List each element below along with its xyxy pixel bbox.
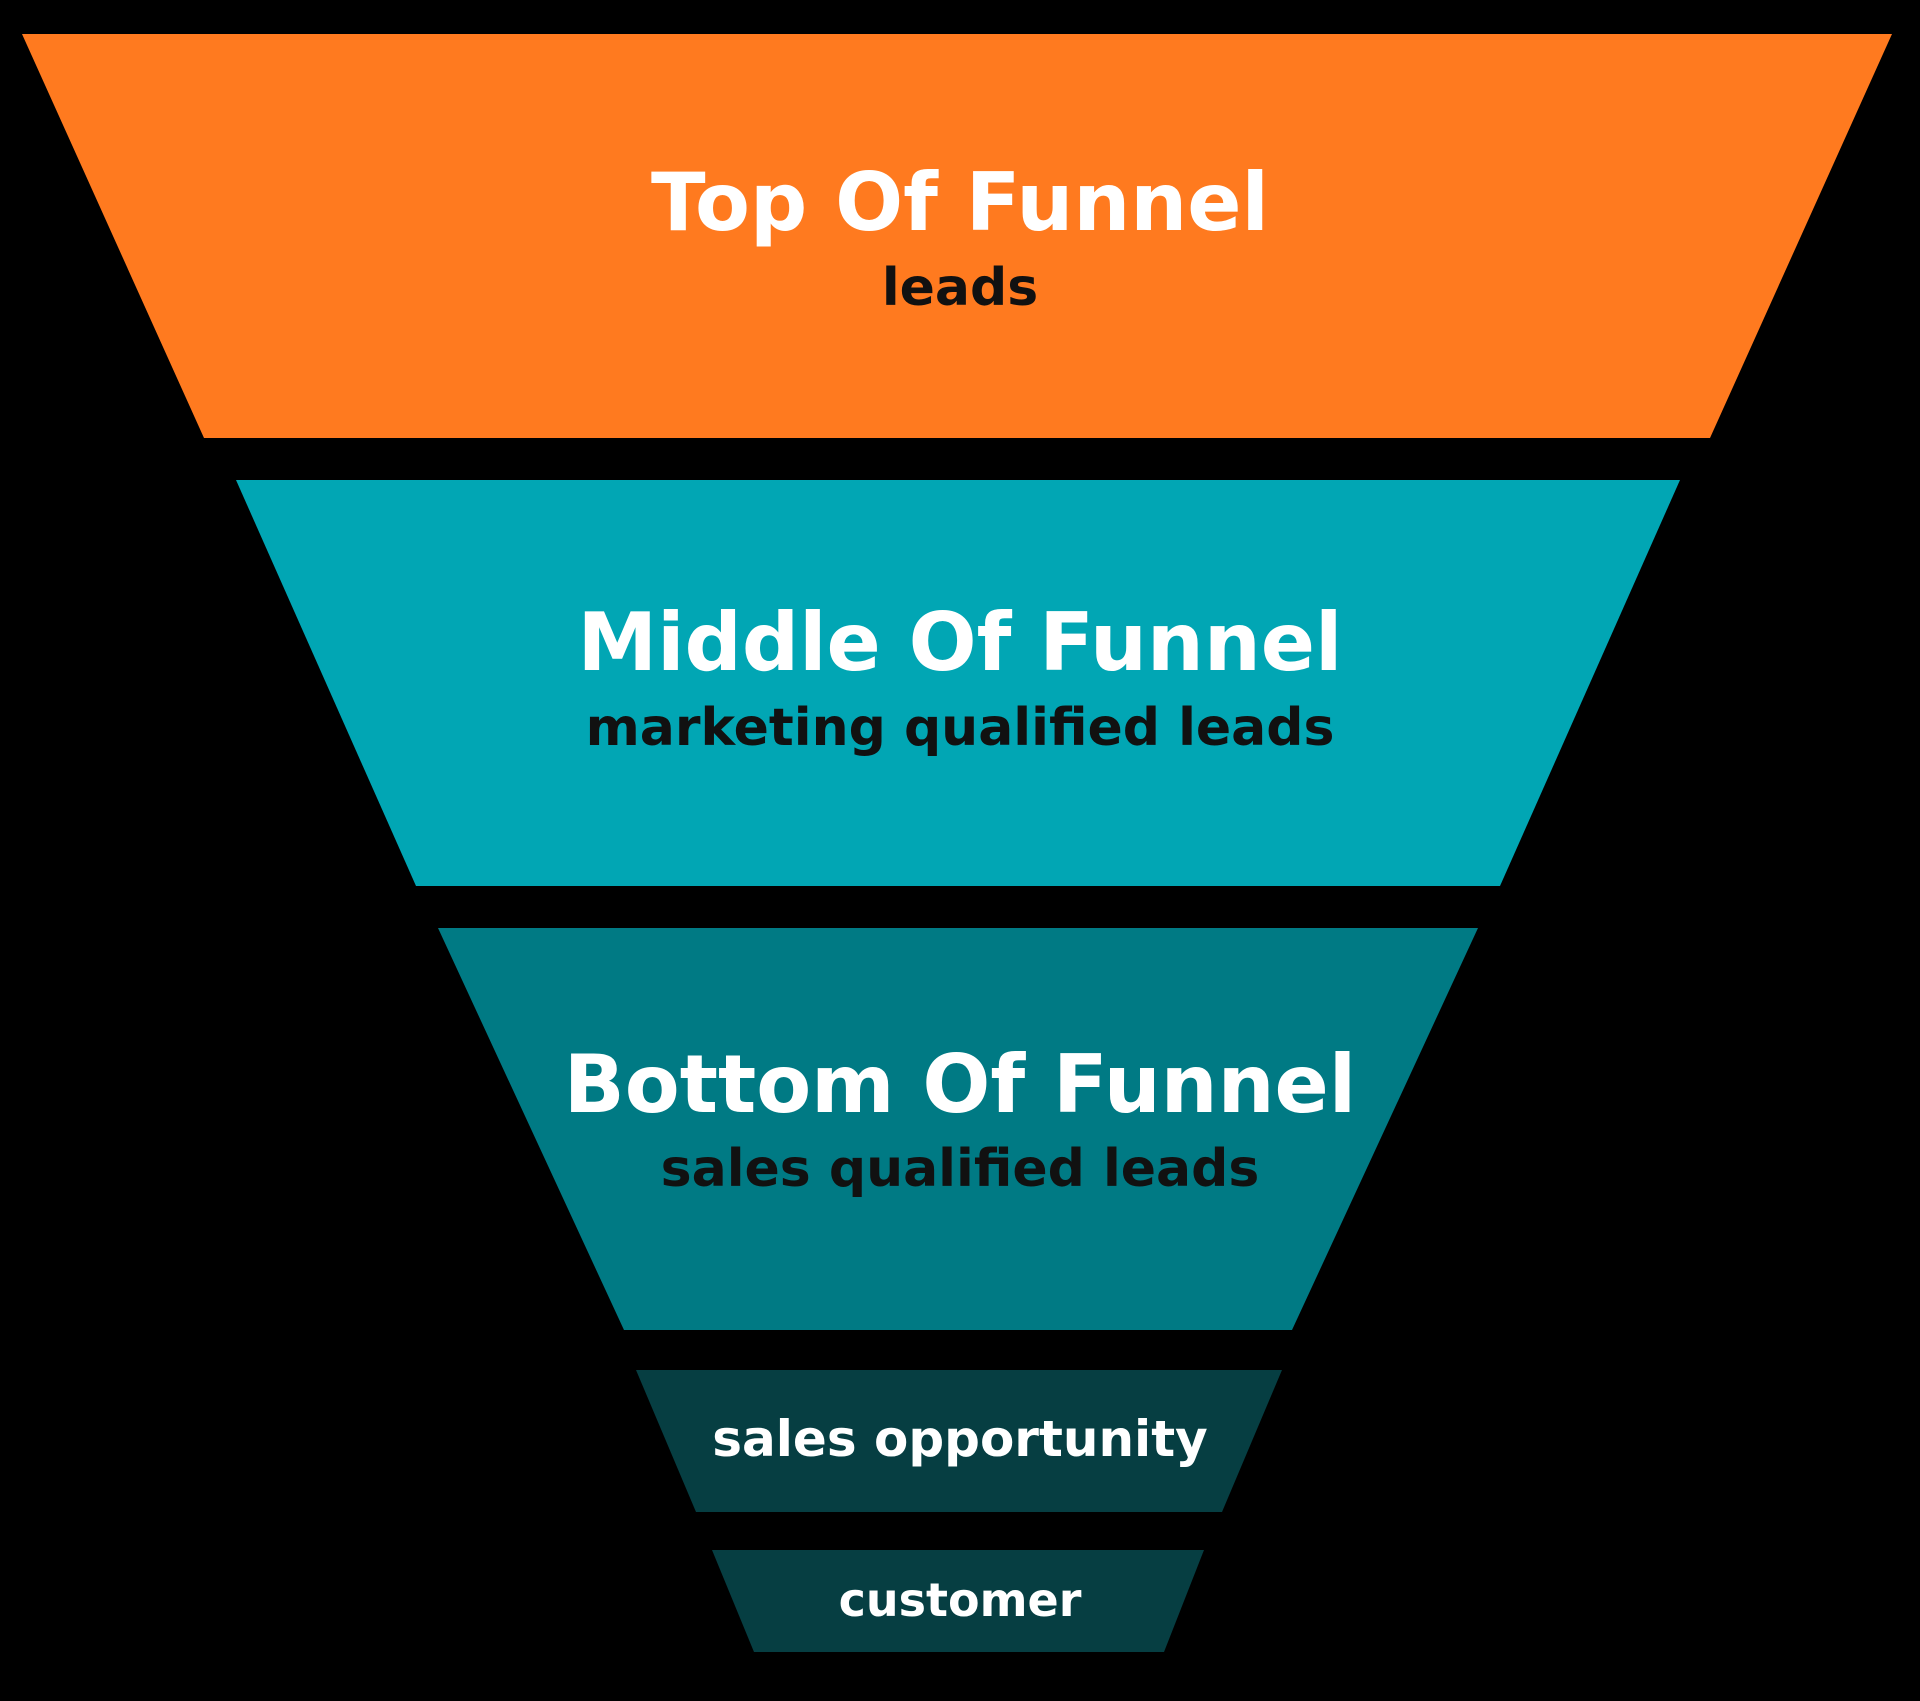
stage-subtitle-middle: marketing qualified leads — [586, 698, 1335, 758]
funnel-stage-middle: Middle Of Funnel marketing qualified lea… — [236, 480, 1680, 886]
funnel-segment-top — [22, 34, 1892, 438]
stage-title-customer: customer — [839, 1573, 1082, 1627]
stage-title-top: Top Of Funnel — [651, 156, 1269, 249]
stage-title-middle: Middle Of Funnel — [578, 596, 1343, 689]
funnel-segment-middle — [236, 480, 1680, 886]
funnel-stage-top: Top Of Funnel leads — [22, 34, 1892, 438]
funnel-segment-bottom — [438, 928, 1478, 1330]
funnel-stage-opportunity: sales opportunity — [636, 1370, 1282, 1512]
stage-subtitle-top: leads — [882, 258, 1038, 318]
stage-subtitle-bottom: sales qualified leads — [661, 1139, 1260, 1199]
funnel-segment-opportunity — [636, 1370, 1282, 1512]
funnel-stage-bottom: Bottom Of Funnel sales qualified leads — [438, 928, 1478, 1330]
funnel-stage-customer: customer — [712, 1550, 1204, 1652]
stage-title-opportunity: sales opportunity — [712, 1410, 1207, 1468]
stage-title-bottom: Bottom Of Funnel — [564, 1038, 1356, 1131]
funnel-segment-customer — [712, 1550, 1204, 1652]
